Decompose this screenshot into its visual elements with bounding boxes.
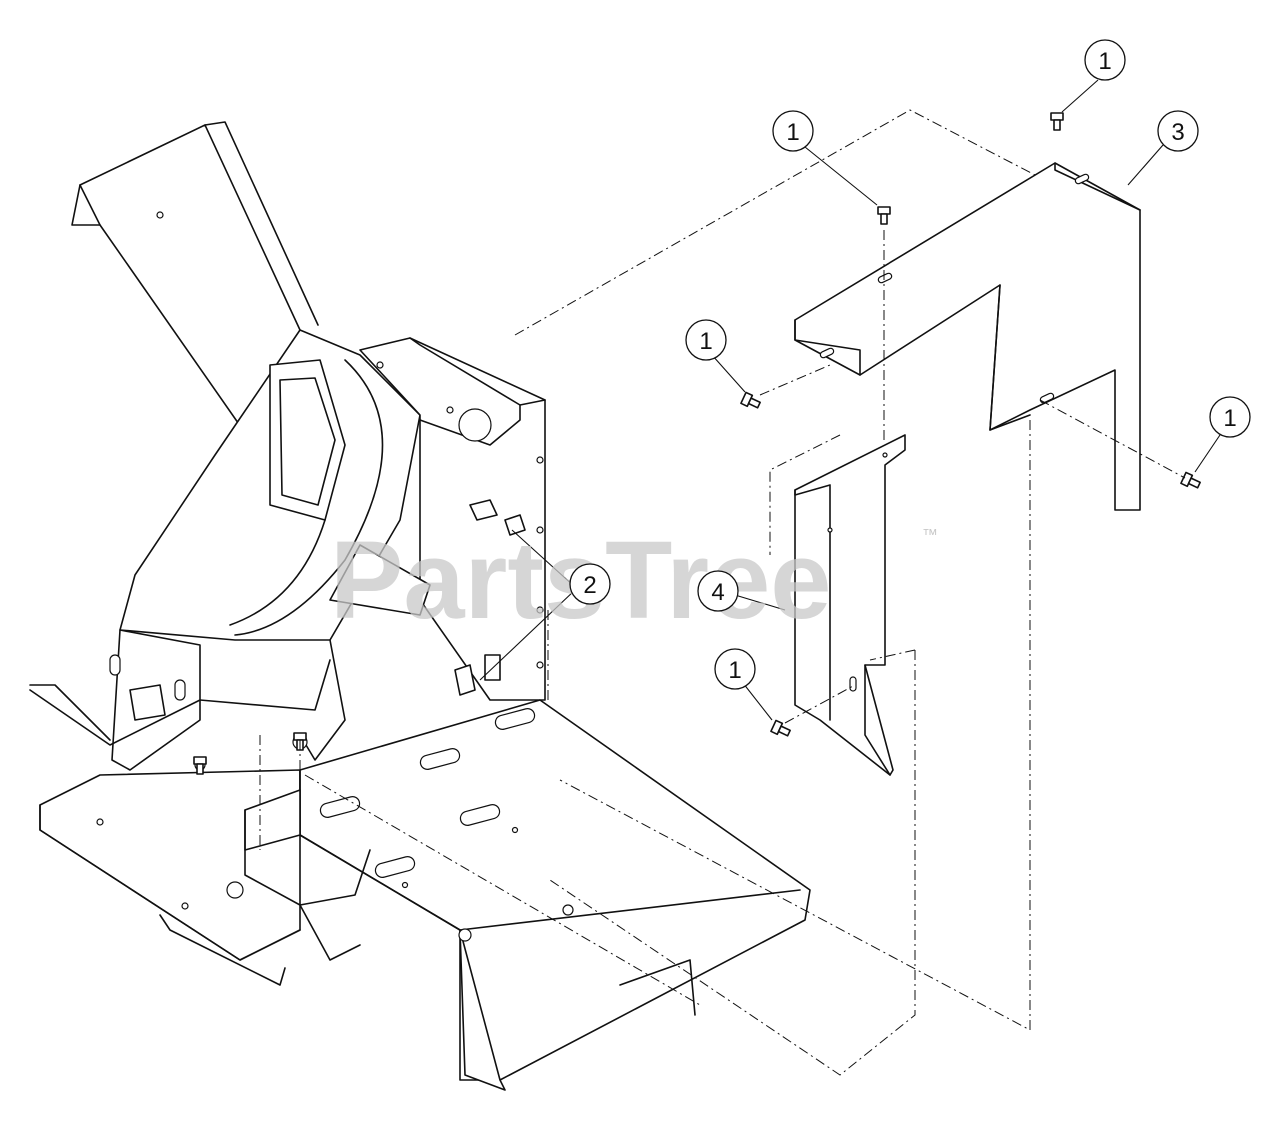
callout-label: 1	[1223, 405, 1236, 432]
callout-c5: 1	[1209, 396, 1251, 438]
callout-label: 1	[699, 328, 712, 355]
shield-part-3	[794, 162, 1141, 511]
callout-label: 2	[583, 572, 596, 599]
callout-c1: 1	[1084, 39, 1126, 81]
callout-label: 3	[1171, 119, 1184, 146]
callout-c6: 2	[569, 563, 611, 605]
callout-c8: 1	[714, 648, 756, 690]
assembly-lines	[259, 109, 1186, 1076]
callout-leaders	[479, 79, 1223, 721]
callout-c7: 4	[697, 570, 739, 612]
callout-label: 1	[786, 119, 799, 146]
chute-frame-assembly	[29, 121, 546, 771]
callout-label: 1	[728, 657, 741, 684]
callout-c4: 1	[685, 319, 727, 361]
callout-c3: 3	[1157, 110, 1199, 152]
watermark-trademark: ™	[922, 527, 938, 544]
callout-c2: 1	[772, 110, 814, 152]
callouts: 1 1 3 1 1 2 4 1	[569, 39, 1251, 690]
base-plate	[39, 769, 301, 986]
nut-part-2	[454, 499, 526, 696]
callout-label: 4	[711, 579, 724, 606]
platform-tray	[244, 699, 811, 1091]
shield-part-4	[794, 434, 906, 776]
callout-label: 1	[1098, 48, 1111, 75]
